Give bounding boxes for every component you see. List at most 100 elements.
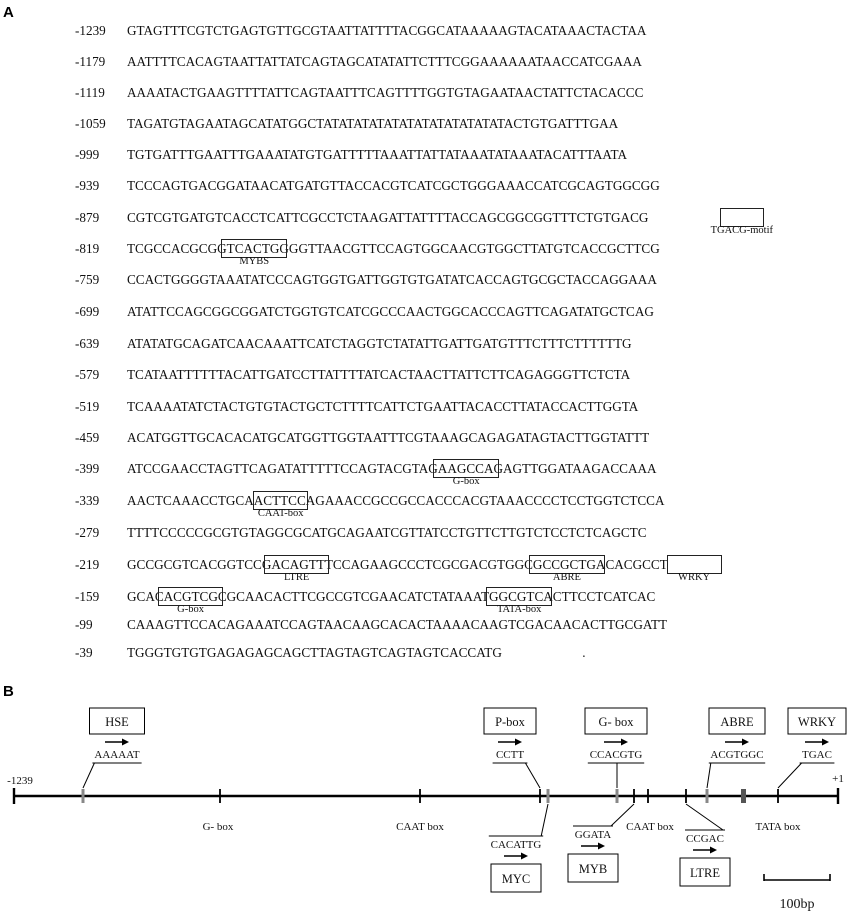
- sequence-bases: GTAGTTTCGTCTGAGTGTTGCGTAATTATTTTACGGCATA…: [127, 23, 647, 38]
- element-sequence: ACGTGGC: [710, 749, 763, 761]
- sequence-bases: TAGATGTAGAATAGCATATGGCTATATATATATATATATA…: [127, 116, 619, 131]
- element-box: [787, 707, 847, 735]
- motif-box: [433, 459, 499, 478]
- element-sequence: CCACGTG: [590, 749, 643, 761]
- sequence-bases: GCCGCGTCACGGTCCGACAGTTTCCAGAAGCCCTCGCGAC…: [127, 557, 668, 572]
- motif-box: [253, 491, 309, 510]
- promoter-sequence-panel: -1239 GTAGTTTCGTCTGAGTGTTGCGTAATTATTTTACG…: [75, 23, 773, 660]
- sequence-bases: AATTTTCACAGTAATTATTATCAGTAGCATATATTCTTTC…: [127, 54, 642, 69]
- sequence-position: -879: [75, 210, 100, 225]
- element-sequence: CACATTG: [491, 839, 542, 851]
- sequence-bases: TGTGATTTGAATTTGAAATATGTGATTTTTAAATTATTAT…: [127, 147, 627, 162]
- motif-box: [719, 208, 764, 227]
- motif-box: [221, 239, 287, 258]
- direction-arrow-head: [710, 846, 717, 854]
- element-box: [483, 707, 537, 735]
- sequence-bases: TCGCCACGCGGTCACTGGGGTTAACGTTCCAGTGGCAACG…: [127, 241, 660, 256]
- sequence-position: -519: [75, 399, 100, 414]
- element-box: [584, 707, 648, 735]
- motif-label: LTRE: [283, 572, 310, 583]
- sequence-position: -939: [75, 178, 100, 193]
- element-box-label: P-box: [495, 715, 526, 729]
- sequence-position: -579: [75, 367, 100, 382]
- direction-arrow-head: [621, 738, 628, 746]
- sequence-bases: TCCCAGTGACGGATAACATGATGTTACCACGTCATCGCTG…: [127, 178, 660, 193]
- sequence-position: -339: [75, 493, 100, 508]
- panel-b-label: B: [3, 683, 14, 700]
- motif-box: [666, 555, 722, 574]
- motif-label: G-box: [177, 604, 205, 615]
- sequence-position: -279: [75, 525, 100, 540]
- motif-label: WRKY: [678, 572, 711, 583]
- element-box-label: LTRE: [690, 866, 720, 880]
- sequence-bases: TCAAAATATCTACTGTGTACTGCTCTTTTCATTCTGAATT…: [127, 399, 639, 414]
- motif-label: TGACG-motif: [710, 225, 773, 236]
- sequence-bases: AACTCAAACCTGCAACTTCCAGAAACCGCCGCCACCCACG…: [127, 493, 665, 508]
- leader-line: [82, 762, 95, 789]
- direction-arrow-head: [822, 738, 829, 746]
- element-box: [679, 857, 731, 887]
- sequence-position: -999: [75, 147, 100, 162]
- axis-end-label: +1: [832, 773, 844, 785]
- element-box: [708, 707, 766, 735]
- axis-element-label: G- box: [203, 821, 234, 833]
- element-box-label: WRKY: [798, 715, 836, 729]
- panel-a-label: A: [3, 4, 14, 21]
- motif-label: ABRE: [552, 572, 581, 583]
- direction-arrow-head: [515, 738, 522, 746]
- axis-element-label: TATA box: [756, 821, 801, 833]
- sequence-bases: ATATTCCAGCGGCGGATCTGGTGTCATCGCCCAACTGGCA…: [127, 304, 654, 319]
- sequence-bases: GCACACGTCGCGCAACACTTCGCCGTCGAACATCTATAAA…: [127, 589, 656, 604]
- motif-box: [263, 555, 330, 574]
- element-sequence: AAAAAT: [94, 749, 140, 761]
- direction-arrow-head: [598, 842, 605, 850]
- sequence-bases: ATCCGAACCTAGTTCAGATATTTTTCCAGTACGTAGAAGC…: [127, 461, 657, 476]
- sequence-position: -699: [75, 304, 100, 319]
- axis-element-label: CAAT box: [396, 821, 444, 833]
- sequence-position: -1239: [75, 23, 106, 38]
- sequence-position: -399: [75, 461, 100, 476]
- element-box: [490, 863, 542, 893]
- motif-box: [486, 587, 552, 606]
- motif-box: [157, 587, 224, 606]
- sequence-position: -819: [75, 241, 100, 256]
- leader-line: [540, 803, 549, 837]
- element-sequence: CCGAC: [686, 833, 724, 845]
- sequence-position: -159: [75, 589, 100, 604]
- sequence-bases: ACATGGTTGCACACATGCATGGTTGGTAATTTCGTAAAGC…: [127, 430, 650, 445]
- sequence-position: -39: [75, 645, 93, 660]
- sequence-position: -99: [75, 617, 93, 632]
- element-box-label: ABRE: [720, 715, 754, 729]
- leader-line: [524, 762, 541, 789]
- sequence-end-mark: .: [582, 645, 586, 660]
- element-tick-dark: [741, 789, 746, 803]
- element-sequence: CCTT: [496, 749, 524, 761]
- element-sequence: GGATA: [575, 829, 611, 841]
- sequence-bases: TCATAATTTTTTACATTGATCCTTATTTTATCACTAACTT…: [127, 367, 631, 382]
- motif-label: TATA-box: [496, 604, 542, 615]
- sequence-bases: ATATATGCAGATCAACAAATTCATCTAGGTCTATATTGAT…: [127, 336, 632, 351]
- axis-element-label: CAAT box: [626, 821, 674, 833]
- sequence-position: -219: [75, 557, 100, 572]
- element-box: [89, 707, 145, 735]
- sequence-position: -759: [75, 272, 100, 287]
- sequence-bases: TGGGTGTGTGAGAGAGCAGCTTAGTAGTCAGTAGTCACCA…: [127, 645, 502, 660]
- element-box-label: HSE: [105, 715, 129, 729]
- motif-label: MYBS: [239, 256, 270, 267]
- sequence-bases: CGTCGTGATGTCACCTCATTCGCCTCTAAGATTATTTTAC…: [127, 210, 649, 225]
- motif-label: CAAT-box: [257, 508, 304, 519]
- motif-box: [528, 555, 605, 574]
- direction-arrow-head: [122, 738, 129, 746]
- scale-bar-label: 100bp: [780, 897, 815, 912]
- element-box-label: MYC: [502, 872, 530, 886]
- direction-arrow-head: [521, 852, 528, 860]
- direction-arrow-head: [742, 738, 749, 746]
- leader-line: [706, 762, 712, 789]
- axis-start-label: -1239: [7, 775, 33, 787]
- element-sequence: TGAC: [802, 749, 832, 761]
- sequence-position: -1179: [75, 54, 106, 69]
- sequence-bases: TTTTCCCCCGCGTGTAGGCGCATGCAGAATCGTTATCCTG…: [127, 525, 647, 540]
- sequence-position: -1059: [75, 116, 106, 131]
- sequence-position: -639: [75, 336, 100, 351]
- element-box-label: MYB: [579, 862, 607, 876]
